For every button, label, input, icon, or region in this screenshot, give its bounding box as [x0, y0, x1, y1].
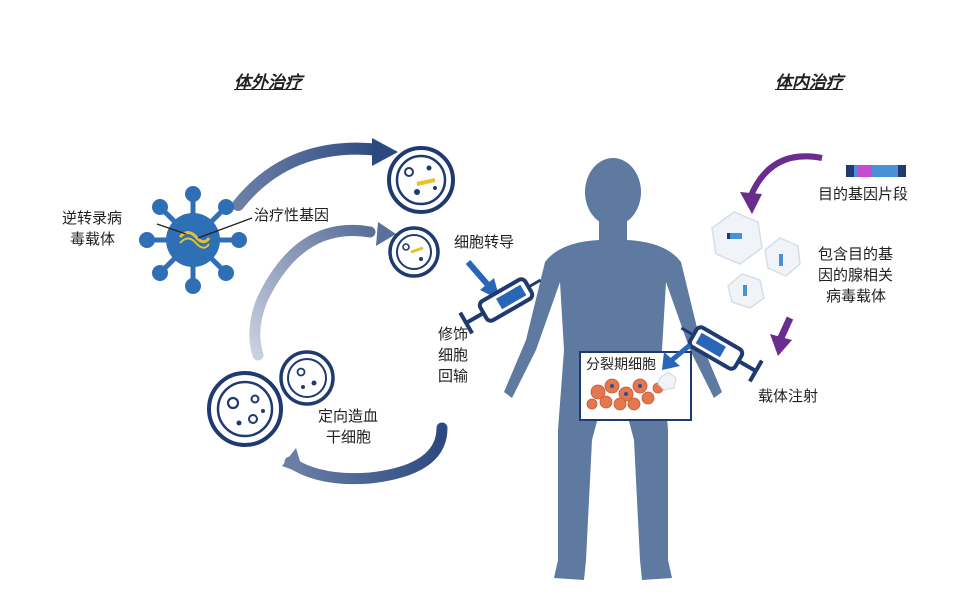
inset-arrow: [662, 343, 692, 370]
therapeutic-gene-label: 治疗性基因: [254, 206, 330, 224]
vector-injection-label: 载体注射: [758, 387, 819, 405]
in-vivo-title: 体内治疗: [775, 73, 843, 93]
modified-cell-reinfusion-label: 修饰 细胞 回输: [438, 325, 469, 385]
human-body-icon: [504, 158, 722, 580]
gene-fragment-icon: [846, 165, 906, 177]
hematopoietic-stem-cells-label: 定向造血 干细胞: [318, 407, 379, 446]
retroviral-vector-label: 逆转录病 毒载体: [62, 209, 123, 248]
cell-transduction-label: 细胞转导: [454, 233, 515, 251]
purple-curved-arrow: [740, 153, 823, 214]
syringe-icon: [680, 325, 764, 383]
aav-capsid-icon: [711, 211, 801, 309]
syringe-icon: [458, 277, 542, 335]
retrovirus-icon: [139, 186, 247, 294]
gene-pointer-line: [197, 217, 253, 239]
petri-dish-icon: [388, 226, 440, 278]
petri-dish-icon: [387, 146, 455, 214]
aav-vector-label: 包含目的基 因的腺相关 病毒载体: [818, 245, 894, 305]
petri-dish-icon: [279, 350, 335, 406]
purple-straight-arrow: [770, 316, 794, 356]
petri-dish-icon: [207, 371, 283, 447]
target-gene-fragment-label: 目的基因片段: [818, 185, 909, 203]
vector-pointer-line: [156, 223, 187, 235]
dividing-cells-inset: [579, 351, 692, 421]
ex-vivo-cycle-arrows: [232, 138, 448, 485]
ex-vivo-title: 体外治疗: [234, 73, 302, 93]
dividing-cells-label: 分裂期细胞: [586, 357, 656, 373]
